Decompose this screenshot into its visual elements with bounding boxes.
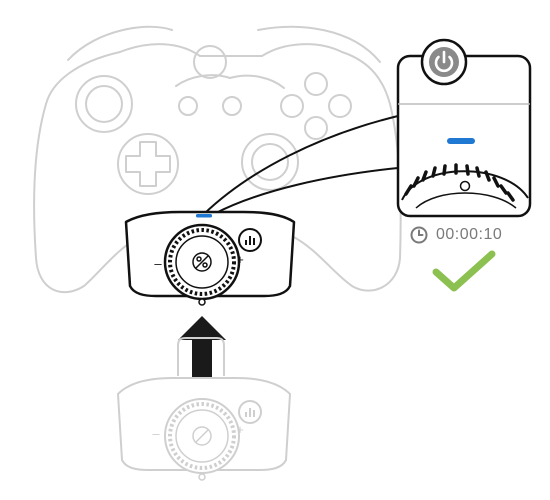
insert-arrow-icon (178, 316, 226, 388)
face-button-a (304, 116, 328, 140)
callout-led-indicator (447, 138, 475, 144)
adapter-minus-label: – (154, 256, 162, 271)
timer-readout: 00:00:10 (410, 222, 502, 248)
volume-dial-teeth-ghost (168, 402, 236, 470)
left-thumbstick-cap (85, 85, 123, 123)
game-chat-balance-icon-ghost (192, 426, 212, 446)
menu-button (222, 96, 242, 116)
callout-frame (396, 54, 532, 218)
volume-dial-pin-ghost (198, 473, 206, 481)
audio-adapter-detached: – + (117, 337, 291, 481)
dpad-ring (117, 133, 179, 195)
view-button (178, 96, 198, 116)
callout-connector-upper (203, 115, 399, 215)
right-thumbstick-cap (251, 143, 289, 181)
adapter-connector-plug (177, 337, 225, 376)
controller-trim (175, 74, 285, 89)
xbox-controller (33, 25, 402, 294)
guide-button (193, 45, 227, 79)
face-button-x (280, 94, 304, 118)
dpad-icon (125, 141, 171, 187)
left-bumper (67, 25, 173, 61)
adapter-plus-label-ghost: + (236, 422, 244, 437)
clock-icon (410, 226, 428, 244)
volume-dial-pin (198, 298, 206, 306)
callout-dial-pin (459, 180, 471, 192)
callout-dial-inner (415, 192, 517, 209)
timer-text: 00:00:10 (436, 226, 503, 243)
game-chat-balance-icon (192, 252, 212, 272)
volume-dial-face-ghost (175, 409, 229, 463)
volume-dial-teeth (168, 228, 236, 296)
checkmark-icon (432, 250, 496, 292)
adapter-minus-label-ghost: – (152, 426, 160, 441)
right-thumbstick (241, 133, 299, 191)
left-thumbstick (75, 75, 133, 133)
callout-connector-lower (213, 167, 399, 215)
controller-body (33, 43, 402, 294)
equalizer-icon-ghost (245, 408, 255, 417)
power-icon (434, 50, 454, 73)
right-bumper (257, 25, 381, 63)
callout-dial-teeth (404, 163, 515, 202)
face-button-y (304, 72, 328, 96)
audio-adapter-attached: – + (124, 210, 296, 306)
face-button-b (328, 94, 352, 118)
adapter-led (196, 214, 212, 218)
zoom-callout (203, 38, 532, 218)
equalizer-icon (245, 236, 255, 245)
